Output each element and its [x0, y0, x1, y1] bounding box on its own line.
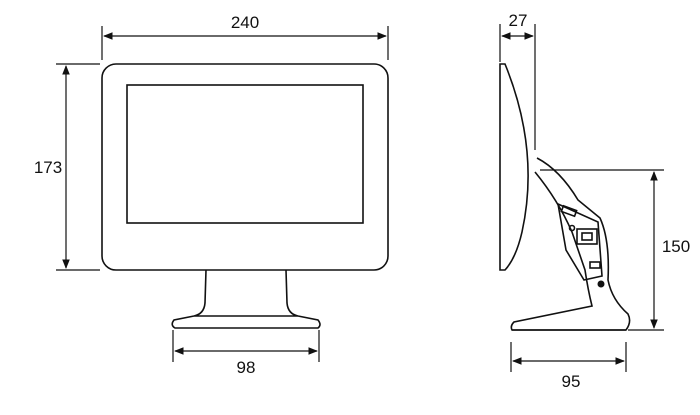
dimension-front-width-label: 240: [231, 13, 259, 32]
card-slot-icon: [560, 204, 578, 218]
front-base: [171, 315, 321, 329]
dimension-side-depth: [499, 24, 536, 150]
dimension-side-base-depth: [510, 342, 627, 372]
side-connector-housing: [556, 202, 603, 281]
side-view: [499, 63, 631, 331]
dimension-side-depth-label: 27: [509, 11, 528, 30]
dimension-front-height-label: 173: [34, 158, 62, 177]
usb-port-icon: [589, 261, 601, 269]
front-screen: [126, 84, 364, 224]
audio-port-icon: [568, 224, 576, 232]
front-stand-neck: [193, 269, 299, 317]
front-bezel: [101, 63, 389, 271]
dimension-base-width-label: 98: [237, 358, 256, 377]
dimension-side-base-depth-label: 95: [562, 372, 581, 391]
side-arm: [510, 157, 631, 331]
dimension-side-height-label: 150: [662, 237, 690, 256]
dimension-front-height: [56, 63, 100, 271]
dimension-side-height: [540, 169, 664, 331]
side-monitor-profile: [499, 63, 529, 271]
dimension-front-width: [101, 26, 389, 60]
power-jack-icon: [597, 280, 605, 288]
ethernet-port-icon: [576, 228, 598, 245]
dimension-base-width: [172, 330, 320, 362]
front-view: [101, 63, 389, 329]
